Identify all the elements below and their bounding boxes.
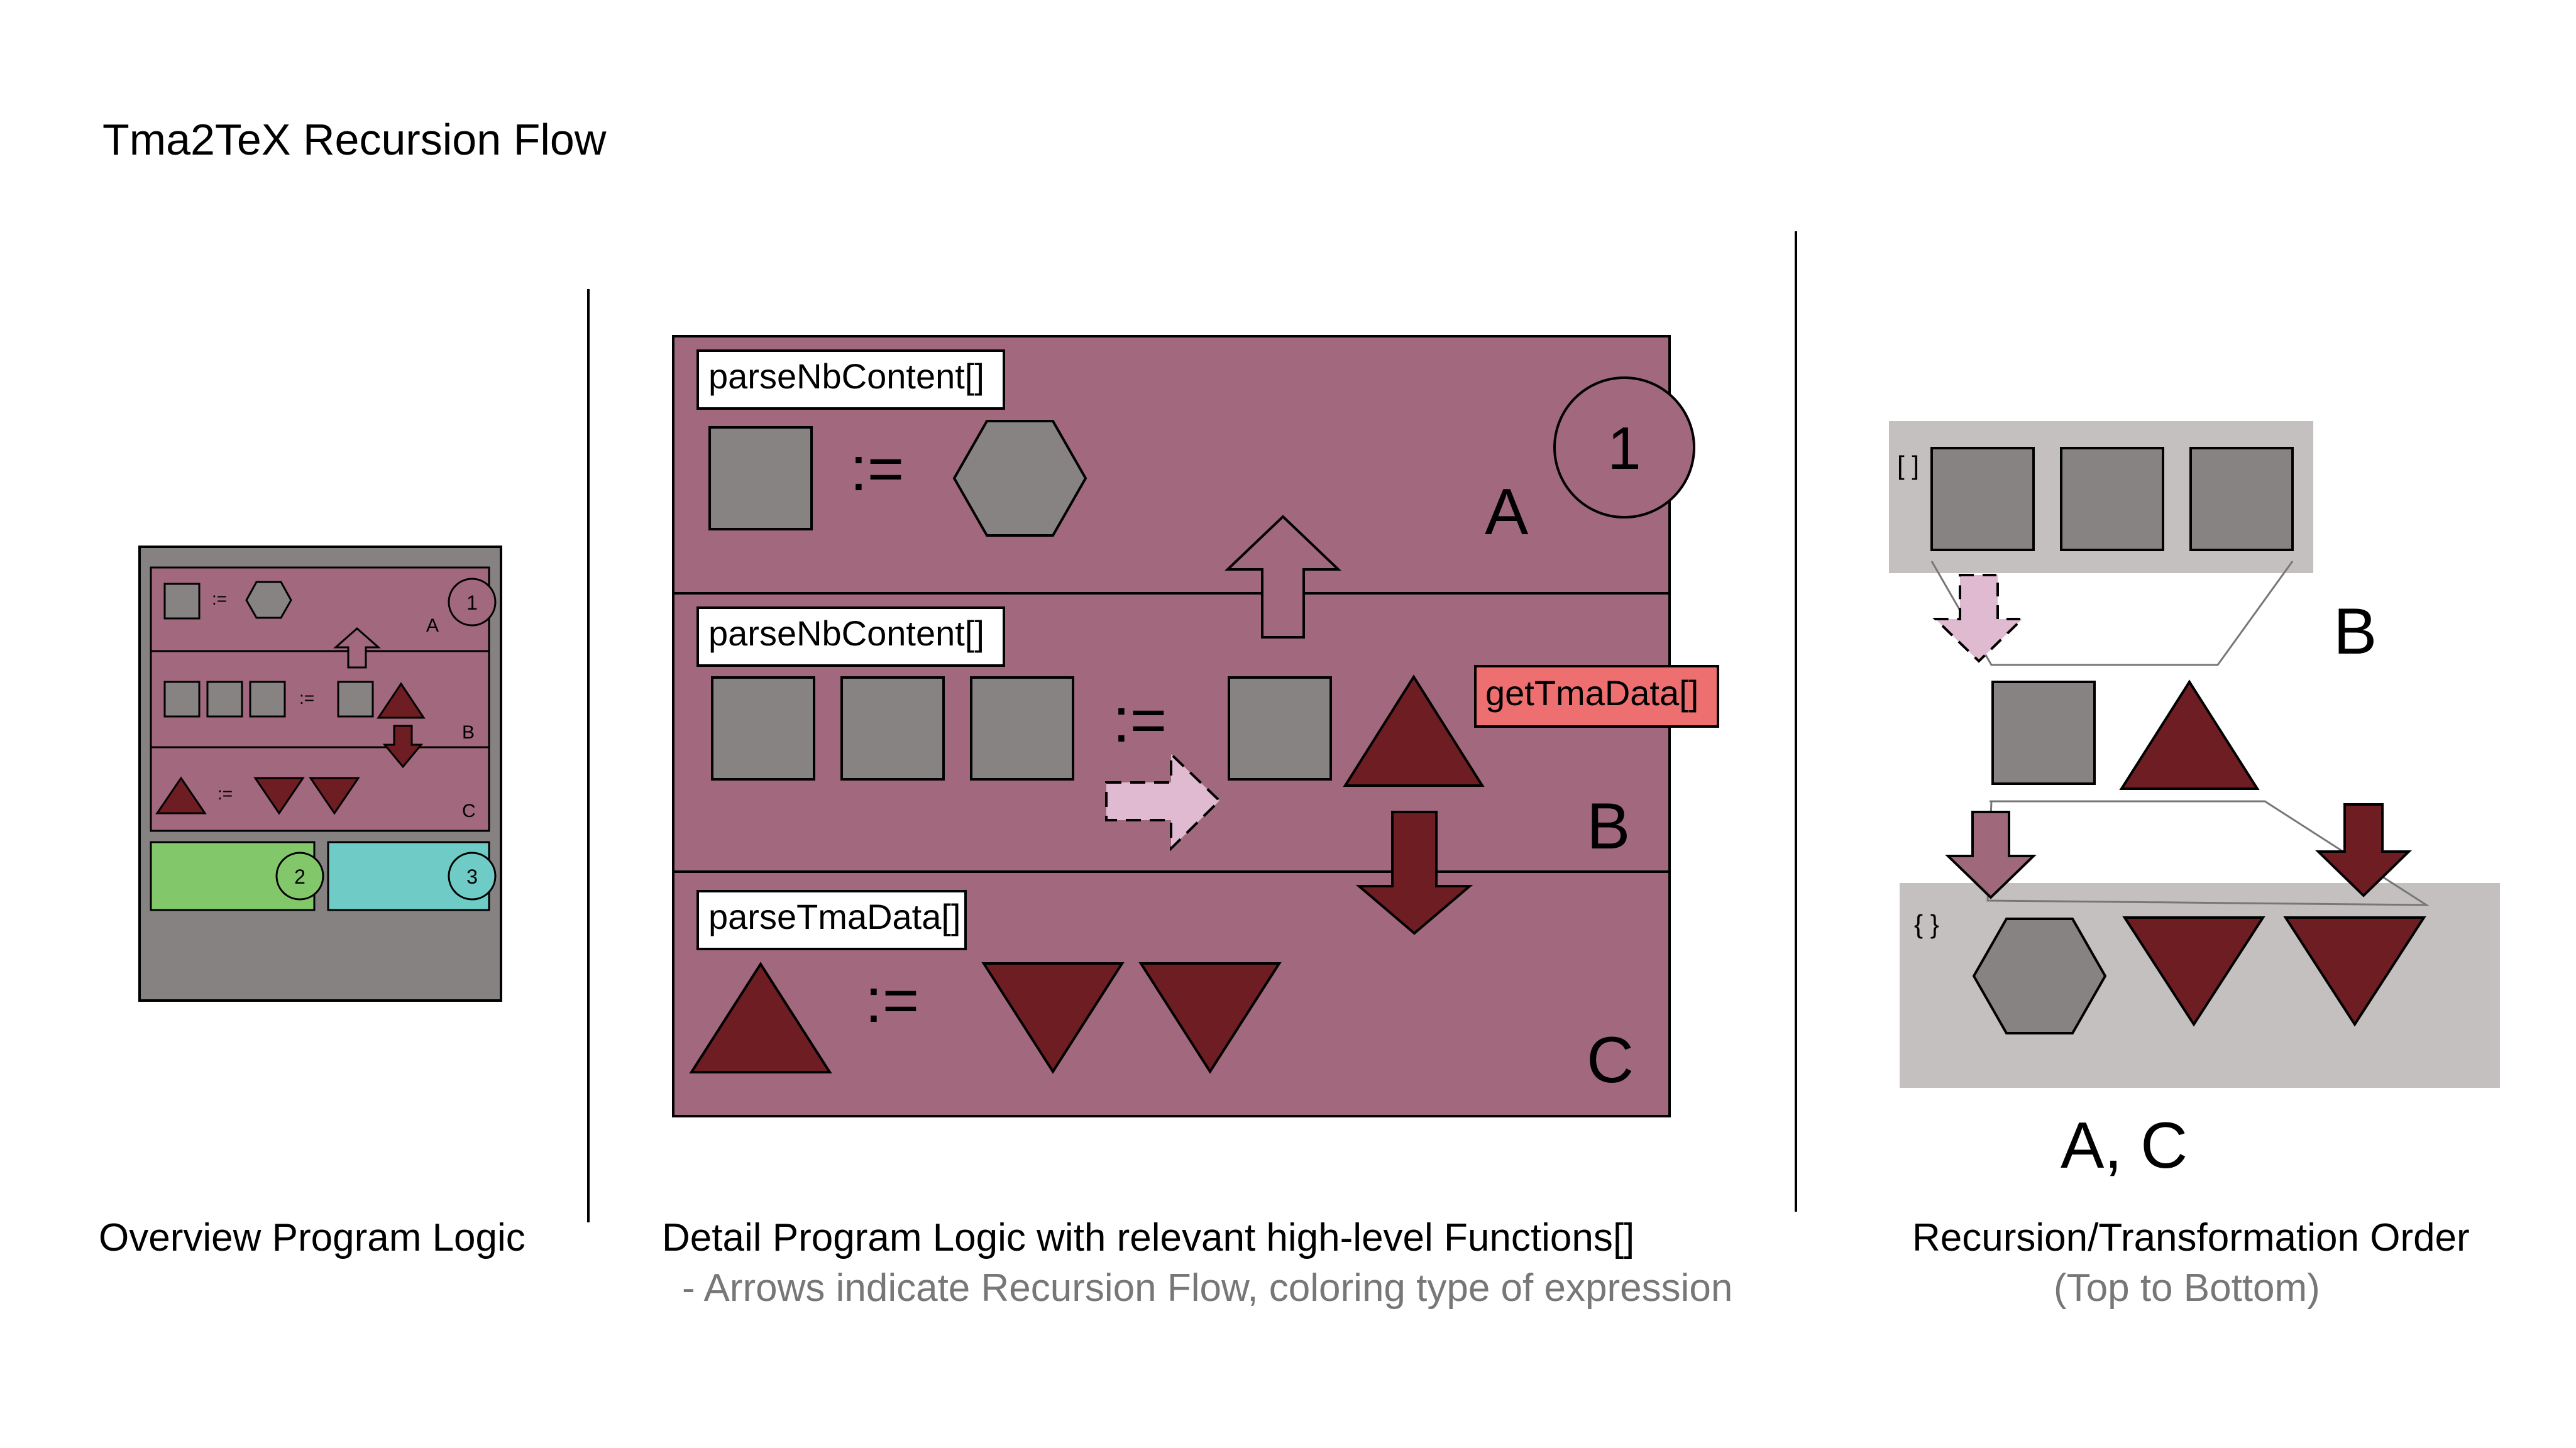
detail-subcaption: - Arrows indicate Recursion Flow, colori… [682, 1266, 1732, 1310]
triangle-up-shape [1343, 674, 1485, 787]
function-label: parseTmaData[] [708, 897, 961, 936]
square-shape [2189, 447, 2294, 551]
square-shape [2060, 447, 2164, 551]
circle-number: 1 [466, 591, 478, 614]
assign-symbol: := [1113, 685, 1167, 755]
circle-badge-3 [448, 852, 497, 901]
assign-symbol: := [865, 965, 919, 1036]
order-caption: Recursion/Transformation Order [1912, 1216, 2470, 1259]
triangle-down-shape [2122, 916, 2265, 1027]
detail-caption: Detail Program Logic with relevant high-… [662, 1216, 1634, 1259]
assign-symbol: := [850, 434, 904, 504]
square-shape [711, 676, 815, 781]
row-letter-a: A [1485, 476, 1529, 549]
circle-number: 3 [466, 865, 478, 888]
function-label-box [696, 890, 967, 950]
triangle-up-shape [689, 962, 832, 1073]
circle-badge-1 [448, 578, 497, 627]
assign-symbol: := [299, 688, 314, 708]
square-shape [163, 583, 201, 620]
arrow-right-dashed [1105, 751, 1221, 852]
square-shape [970, 676, 1074, 781]
triangle-down-shape [253, 777, 305, 815]
overview-diagram: := 1 A := B := C 2 3 [138, 546, 502, 1002]
triangle-down-shape [309, 777, 360, 815]
function-label-box [696, 606, 1005, 667]
arrow-down-dark [1355, 811, 1473, 935]
hexagon-shape [1972, 918, 2107, 1034]
row-letter-b: B [462, 722, 475, 743]
triangle-up-shape [155, 776, 207, 814]
circle-badge-2 [275, 852, 324, 901]
overview-row-a [150, 566, 490, 652]
triangle-down-shape [1138, 962, 1282, 1074]
overview-row-b [150, 650, 490, 749]
side-function-label: getTmaData[] [1485, 673, 1698, 713]
triangle-up-shape [2119, 679, 2260, 790]
detail-diagram: parseNbContent[] := 1 A parseNbContent[]… [672, 335, 1719, 1117]
row-letter-c: C [1587, 1024, 1634, 1097]
square-shape [206, 681, 243, 718]
order-diagram: [ ] { } B A, C [1889, 421, 2500, 1182]
overview-caption: Overview Program Logic [99, 1216, 526, 1259]
order-subcaption: (Top to Bottom) [2054, 1266, 2320, 1310]
square-shape [1228, 676, 1332, 781]
letter-a-c: A, C [2061, 1109, 2188, 1182]
arrow-down-pink-dashed [1932, 574, 2025, 663]
arrow-up-outline [1225, 515, 1341, 639]
square-shape [840, 676, 945, 781]
arrow-down-dark [2315, 803, 2412, 897]
page-title: Tma2TeX Recursion Flow [102, 115, 607, 164]
function-label-box [696, 349, 1005, 410]
letter-b: B [2333, 595, 2377, 668]
assign-symbol: := [212, 589, 227, 608]
square-shape [337, 681, 374, 718]
function-label: parseNbContent[] [708, 356, 984, 396]
hexagon-shape [245, 581, 292, 619]
hexagon-shape [952, 420, 1087, 537]
triangle-down-shape [981, 962, 1125, 1074]
arrow-down-dark [382, 725, 424, 769]
side-function-label-box [1474, 665, 1719, 728]
circle-number: 1 [1607, 415, 1641, 482]
triangle-down-shape [2283, 916, 2426, 1027]
square-shape [1930, 447, 2035, 551]
row-letter-c: C [462, 801, 476, 821]
circle-number: 2 [294, 865, 305, 888]
row-letter-b: B [1587, 790, 1630, 863]
circle-badge-1 [1553, 376, 1695, 518]
arrow-down-mauve [1945, 811, 2037, 899]
arrow-up-outline [333, 627, 381, 669]
triangle-up-shape [377, 682, 426, 719]
assign-symbol: := [217, 784, 233, 803]
set-bracket: { } [1914, 909, 1939, 939]
list-bracket: [ ] [1897, 451, 1919, 480]
function-label: parseNbContent[] [708, 613, 984, 653]
square-shape [708, 426, 813, 530]
square-shape [249, 681, 286, 718]
square-shape [163, 681, 201, 718]
row-letter-a: A [426, 615, 439, 636]
square-shape [1991, 681, 2096, 785]
